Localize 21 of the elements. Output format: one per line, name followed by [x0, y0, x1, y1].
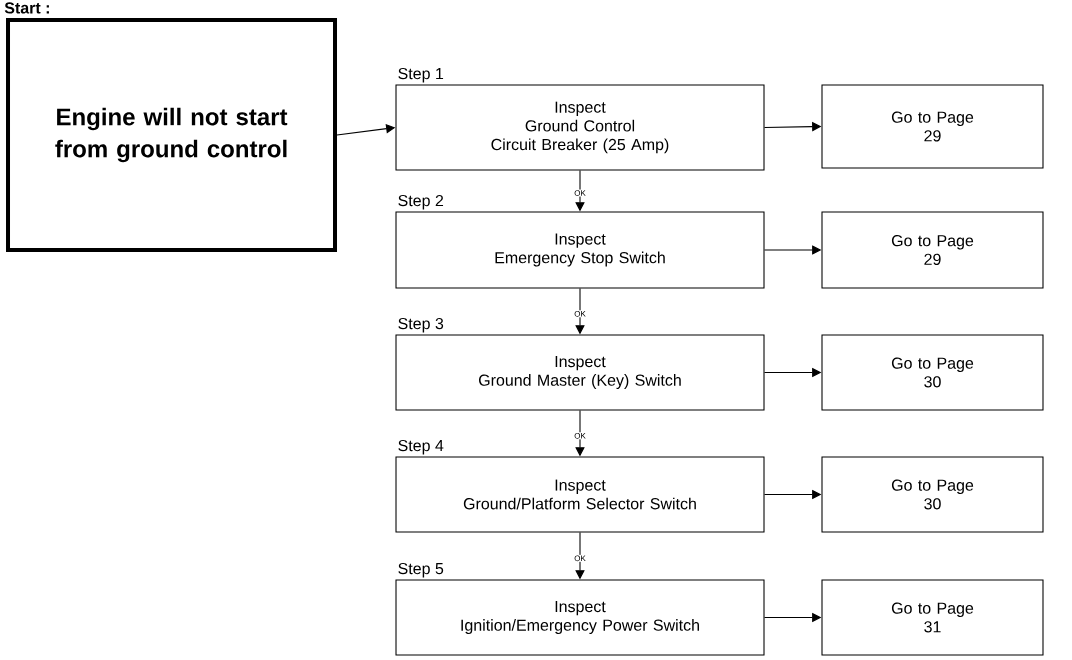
page-reference-box: Go to Page 29 — [821, 84, 1044, 169]
step-box: Inspect Emergency Stop Switch — [395, 211, 765, 289]
step-label: Step 4 — [398, 439, 444, 455]
step-label: Step 5 — [398, 562, 444, 578]
edge-label: OK — [573, 554, 587, 562]
step-box: Inspect Ground Master (Key) Switch — [395, 334, 765, 411]
edge-label: OK — [573, 189, 587, 197]
page-reference-box: Go to Page 30 — [821, 456, 1044, 533]
page-reference-box: Go to Page 31 — [821, 579, 1044, 656]
page-reference-box: Go to Page 30 — [821, 334, 1044, 411]
page-reference-box: Go to Page 29 — [821, 211, 1044, 289]
step-box: Inspect Ground Control Circuit Breaker (25 Amp) — [395, 84, 765, 171]
edge-label: OK — [573, 310, 587, 318]
problem-box: Engine will not start from ground control — [6, 18, 337, 252]
step-label: Step 2 — [398, 194, 444, 210]
edge-label: OK — [573, 432, 587, 440]
step-box: Inspect Ground/Platform Selector Switch — [395, 456, 765, 533]
step-label: Step 1 — [398, 67, 444, 83]
step-label: Step 3 — [398, 317, 444, 333]
heading: Start : — [4, 2, 49, 14]
step-box: Inspect Ignition/Emergency Power Switch — [395, 579, 765, 656]
